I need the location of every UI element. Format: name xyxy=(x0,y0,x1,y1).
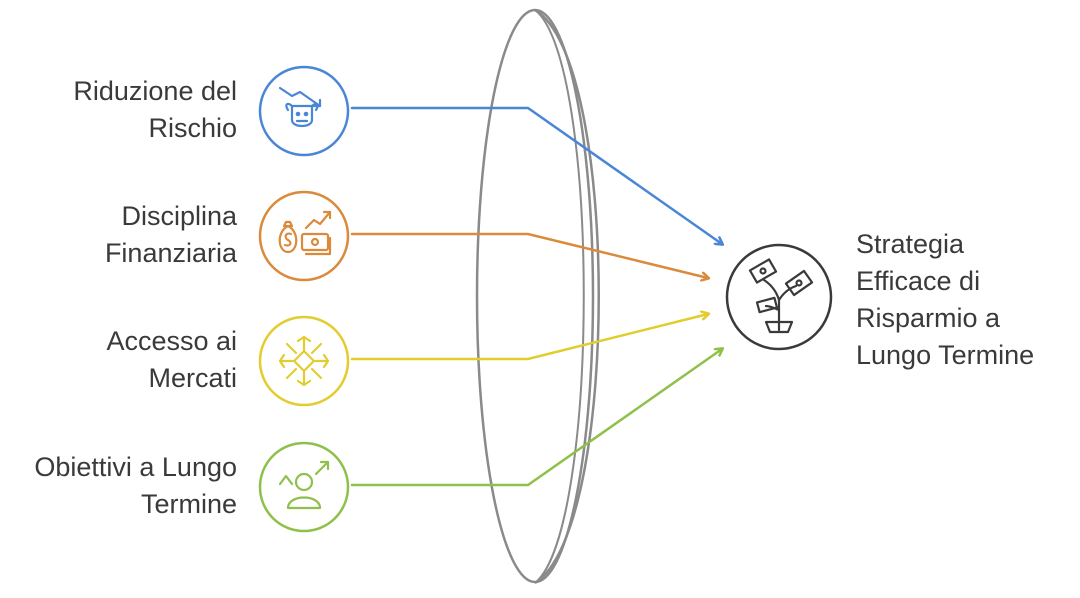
connectors xyxy=(350,106,722,487)
lens xyxy=(475,8,600,585)
money-plant-icon xyxy=(748,258,814,334)
lens-mid xyxy=(534,9,585,584)
market-network-icon xyxy=(278,335,330,387)
connector-obiettivi xyxy=(350,349,722,487)
lens-front xyxy=(475,8,595,584)
money-growth-icon xyxy=(278,210,332,256)
person-goal-icon xyxy=(278,460,330,510)
connector-riduzione xyxy=(350,106,722,244)
label-riduzione: Riduzione del Rischio xyxy=(73,76,237,143)
node-obiettivi xyxy=(258,441,350,533)
connector-disciplina xyxy=(350,232,708,278)
node-riduzione xyxy=(258,65,350,157)
label-output: Strategia Efficace di Risparmio a Lungo … xyxy=(856,229,1035,370)
node-output xyxy=(725,243,833,351)
node-accesso xyxy=(258,315,350,407)
node-disciplina xyxy=(258,190,350,282)
label-accesso: Accesso ai Mercati xyxy=(106,326,237,393)
lens-back xyxy=(534,8,600,585)
connector-accesso xyxy=(350,314,708,361)
bull-market-decline-icon xyxy=(278,86,322,128)
label-disciplina: Disciplina Finanziaria xyxy=(104,201,237,268)
label-obiettivi: Obiettivi a Lungo Termine xyxy=(34,452,237,519)
